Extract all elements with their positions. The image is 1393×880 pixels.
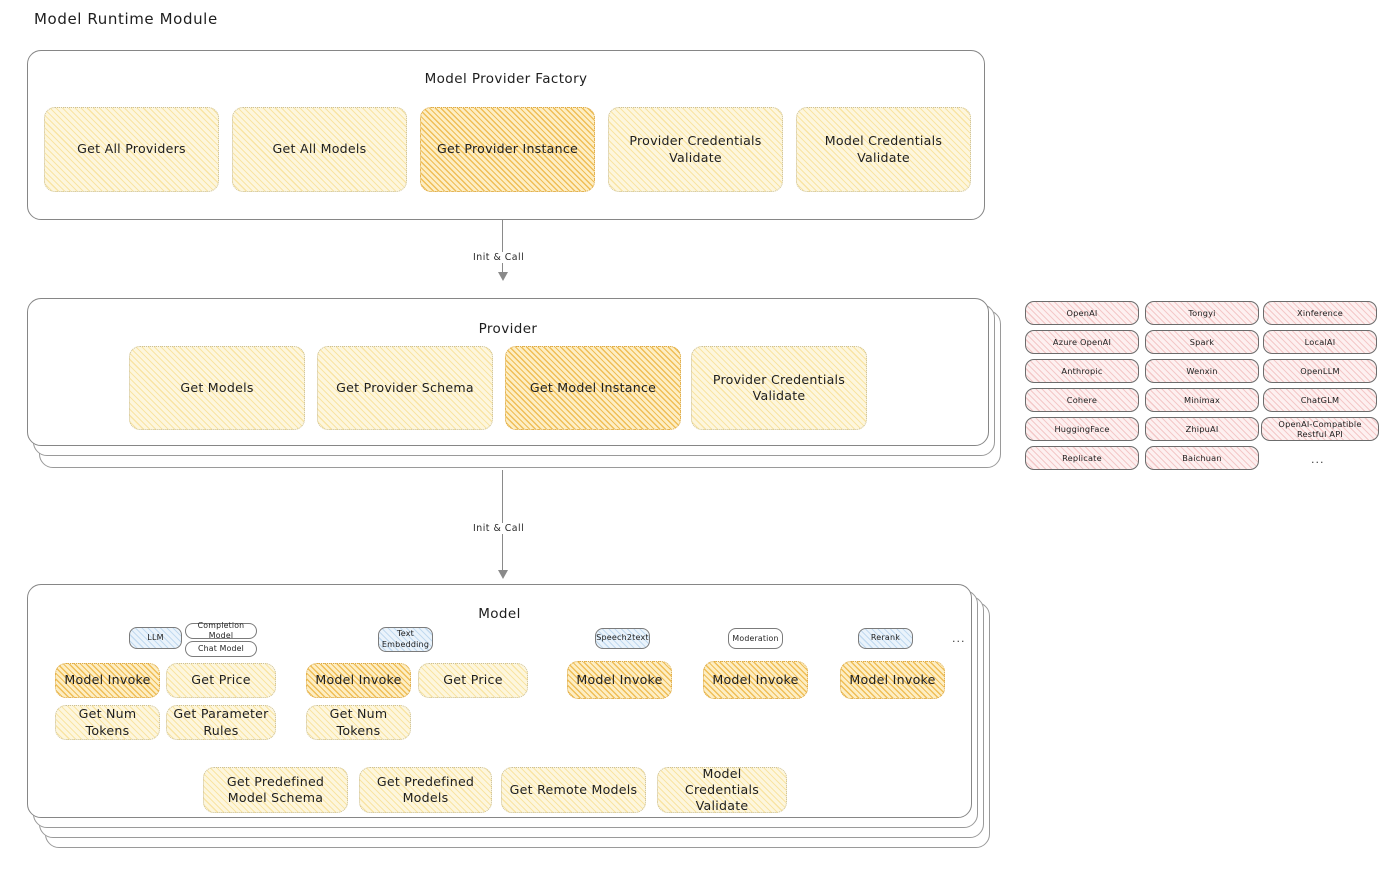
provider-chip-replicate[interactable]: Replicate [1025,446,1139,470]
provider-title: Provider [478,321,538,337]
model-subtype-badge-chat-model[interactable]: Chat Model [185,641,257,657]
provider-chip-openllm[interactable]: OpenLLM [1263,359,1377,383]
model-type-badge-rerank[interactable]: Rerank [858,628,913,649]
provider-chip-baichuan[interactable]: Baichuan [1145,446,1259,470]
node-rerank-model-invoke[interactable]: Model Invoke [840,661,945,699]
provider-chip-tongyi[interactable]: Tongyi [1145,301,1259,325]
node-llm-get-price[interactable]: Get Price [166,663,276,698]
node-text-embedding-get-num-tokens[interactable]: Get Num Tokens [306,705,411,740]
provider-chip-spark[interactable]: Spark [1145,330,1259,354]
node-speech2text-model-invoke[interactable]: Model Invoke [567,661,672,699]
page-title: Model Runtime Module [34,10,218,28]
model-type-badge-text-embedding[interactable]: Text Embedding [378,627,433,652]
model-type-badge-llm[interactable]: LLM [129,627,182,649]
node-get-remote-models[interactable]: Get Remote Models [501,767,646,813]
model-title: Model [478,606,521,622]
node-get-models[interactable]: Get Models [129,346,305,430]
model-type-badge-moderation[interactable]: Moderation [728,628,783,649]
provider-chip-xinference[interactable]: Xinference [1263,301,1377,325]
connector-line-2 [502,470,504,575]
provider-chip-minimax[interactable]: Minimax [1145,388,1259,412]
provider-chip-wenxin[interactable]: Wenxin [1145,359,1259,383]
node-llm-get-num-tokens[interactable]: Get Num Tokens [55,705,160,740]
node-get-provider-schema[interactable]: Get Provider Schema [317,346,493,430]
node-get-all-providers[interactable]: Get All Providers [44,107,219,192]
connector-line-1 [502,220,504,278]
connector-arrowhead-1 [498,272,508,281]
model-subtype-badge-completion-model[interactable]: Completion Model [185,621,257,640]
node-get-predefined-models[interactable]: Get Predefined Models [359,767,492,813]
node-get-predefined-model-schema[interactable]: Get Predefined Model Schema [203,767,348,813]
provider-chip-azure-openai[interactable]: Azure OpenAI [1025,330,1139,354]
provider-chip-openai-compatible-restful-api[interactable]: OpenAI-Compatible Restful API [1261,417,1379,441]
model-type-badge-speech2text[interactable]: Speech2text [595,628,650,649]
node-moderation-model-invoke[interactable]: Model Invoke [703,661,808,699]
provider-chip-chatglm[interactable]: ChatGLM [1263,388,1377,412]
provider-chip-anthropic[interactable]: Anthropic [1025,359,1139,383]
model-types-more: ... [952,632,966,645]
node-get-provider-instance[interactable]: Get Provider Instance [420,107,595,192]
node-text-embedding-get-price[interactable]: Get Price [418,663,528,698]
connector-arrowhead-2 [498,570,508,579]
connector-label-2: Init & Call [468,523,530,534]
model-provider-factory-title: Model Provider Factory [424,71,588,87]
node-get-model-instance[interactable]: Get Model Instance [505,346,681,430]
node-provider-credentials-validate[interactable]: Provider Credentials Validate [608,107,783,192]
provider-chip-cohere[interactable]: Cohere [1025,388,1139,412]
node-provider-credentials-validate-2[interactable]: Provider Credentials Validate [691,346,867,430]
model-group: Model [27,584,972,818]
node-llm-get-parameter-rules[interactable]: Get Parameter Rules [166,705,276,740]
node-text-embedding-model-invoke[interactable]: Model Invoke [306,663,411,698]
connector-label-1: Init & Call [468,252,530,263]
provider-list-more: ... [1311,453,1325,466]
node-llm-model-invoke[interactable]: Model Invoke [55,663,160,698]
provider-chip-huggingface[interactable]: HuggingFace [1025,417,1139,441]
node-model-credentials-validate[interactable]: Model Credentials Validate [796,107,971,192]
node-model-credentials-validate-2[interactable]: Model Credentials Validate [657,766,787,813]
provider-chip-openai[interactable]: OpenAI [1025,301,1139,325]
provider-chip-zhipuai[interactable]: ZhipuAI [1145,417,1259,441]
node-get-all-models[interactable]: Get All Models [232,107,407,192]
provider-chip-localai[interactable]: LocalAI [1263,330,1377,354]
